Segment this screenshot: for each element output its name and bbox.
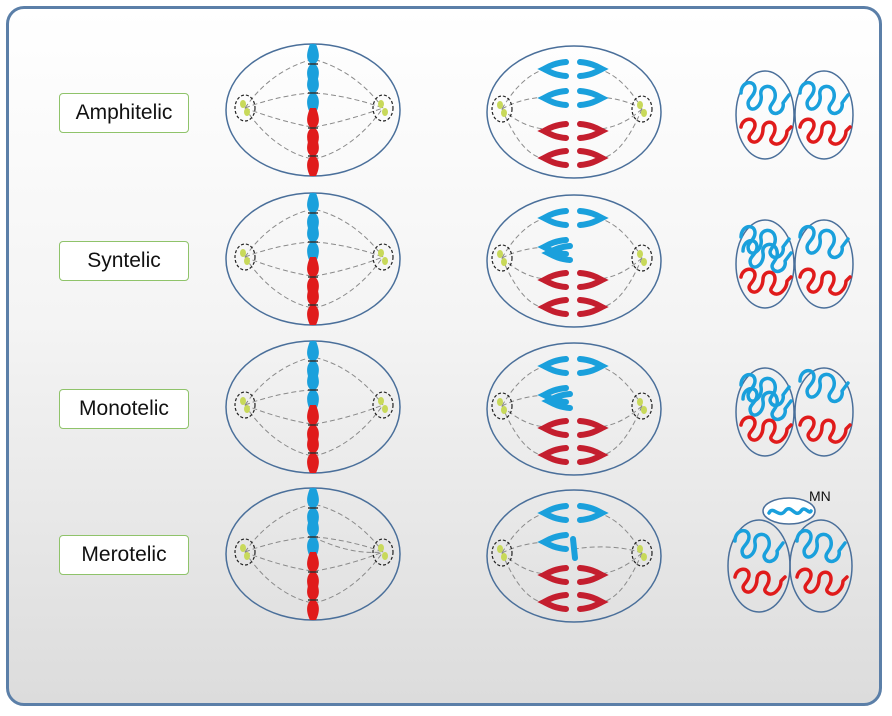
daughter-cells <box>735 70 854 160</box>
row-label-text: Merotelic <box>81 543 167 566</box>
row-merotelic: MN <box>225 487 853 623</box>
row-label-text: Amphitelic <box>75 101 173 124</box>
row-label-syntelic: Syntelic <box>59 241 189 281</box>
metaphase-cell <box>225 340 401 474</box>
anaphase-cell <box>486 342 662 476</box>
micronucleus-label: MN <box>809 488 831 504</box>
anaphase-cell <box>486 489 662 623</box>
row-label-text: Syntelic <box>87 249 161 272</box>
row-label-amphitelic: Amphitelic <box>59 93 189 133</box>
row-monotelic <box>225 340 854 476</box>
metaphase-cell <box>225 192 401 326</box>
daughter-cells: MN <box>727 488 853 613</box>
daughter-cells <box>735 367 854 457</box>
mitosis-diagram: MN <box>225 43 854 623</box>
diagram-frame: Amphitelic Syntelic Monotelic Merotelic <box>6 6 882 706</box>
micronucleus <box>762 497 816 525</box>
anaphase-cell <box>486 194 662 328</box>
anaphase-cell <box>486 45 662 179</box>
row-syntelic <box>225 192 854 328</box>
row-label-monotelic: Monotelic <box>59 389 189 429</box>
row-label-text: Monotelic <box>79 397 169 420</box>
metaphase-cell <box>225 43 401 177</box>
metaphase-cell <box>225 487 401 621</box>
row-label-merotelic: Merotelic <box>59 535 189 575</box>
daughter-cells <box>735 219 854 309</box>
row-amphitelic <box>225 43 854 179</box>
